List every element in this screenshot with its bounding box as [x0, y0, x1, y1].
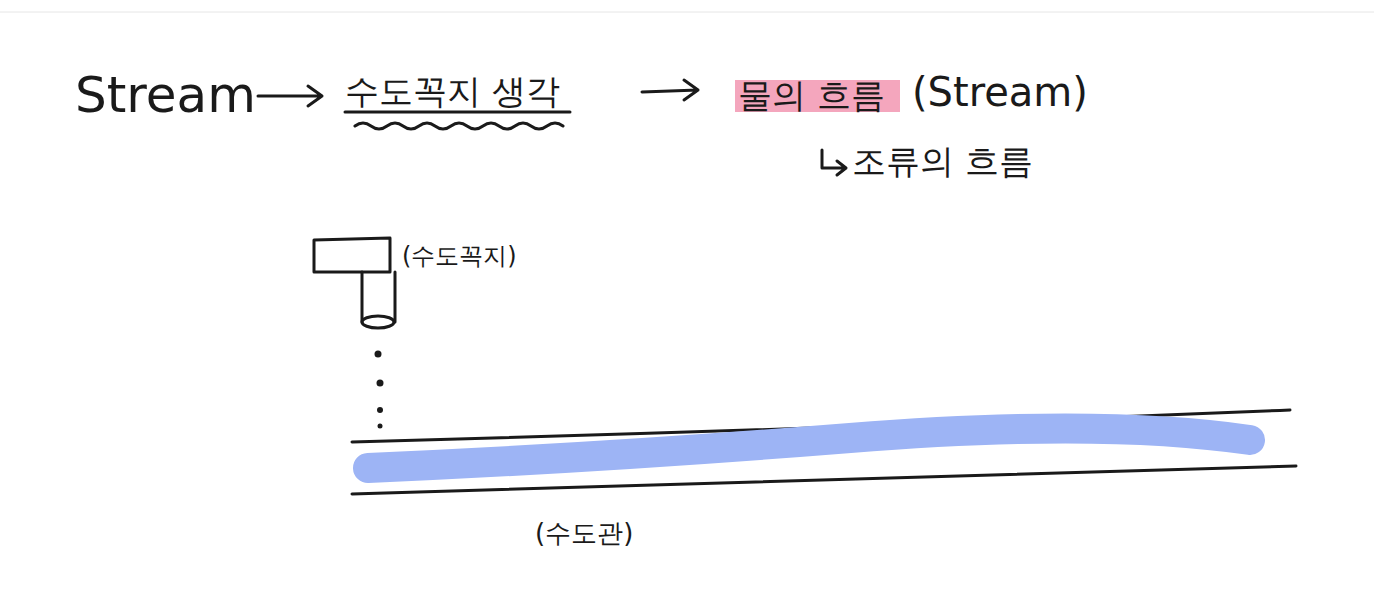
- arrow: [258, 86, 322, 106]
- faucet-spout: [362, 272, 395, 322]
- part-label: (수도꼭지): [402, 244, 517, 268]
- note: 물의 흐름: [738, 78, 885, 112]
- arrow: [642, 80, 698, 100]
- faucet-mouth: [362, 316, 394, 328]
- note: 수도꼭지 생각: [345, 74, 560, 108]
- top-rule: [0, 12, 1374, 13]
- note: 조류의 흐름: [852, 144, 1033, 178]
- water-drop: [378, 424, 383, 429]
- part-label: (수도관): [535, 520, 633, 546]
- wavy-underline: [355, 123, 563, 129]
- term: Stream: [75, 70, 256, 120]
- faucet-body: [314, 238, 390, 272]
- water-drop: [377, 407, 383, 413]
- water-drop: [377, 380, 384, 387]
- water-flow: [368, 428, 1250, 468]
- branch-arrow: [822, 150, 846, 175]
- term: (Stream): [912, 72, 1088, 112]
- underline: [345, 111, 570, 114]
- water-drop: [375, 351, 382, 358]
